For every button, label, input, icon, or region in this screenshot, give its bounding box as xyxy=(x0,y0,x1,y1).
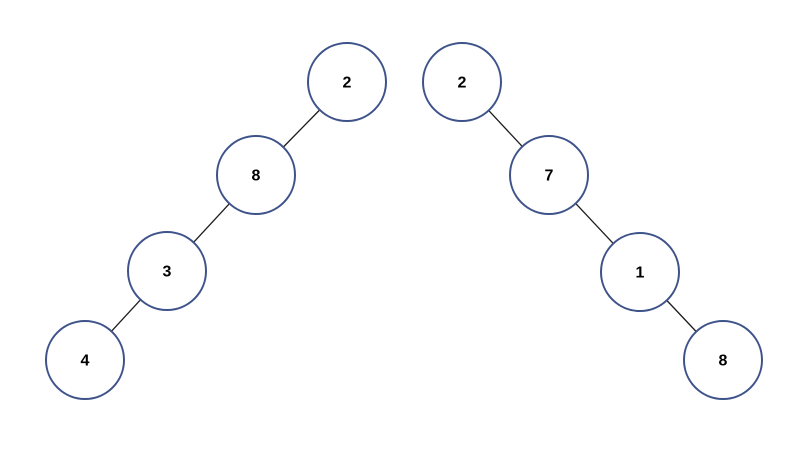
tree-node: 8 xyxy=(683,320,763,400)
tree-node: 4 xyxy=(45,320,125,400)
tree-node-label: 4 xyxy=(81,353,90,370)
tree-edge xyxy=(193,203,230,243)
tree-node: 1 xyxy=(600,232,680,312)
tree-node-circle xyxy=(422,42,502,122)
right-skewed-chain: 2 7 1 8 xyxy=(422,42,763,400)
left-skewed-chain: 2 8 3 4 xyxy=(45,42,387,400)
tree-node: 7 xyxy=(509,135,589,215)
tree-node: 3 xyxy=(127,231,207,311)
tree-node-label: 2 xyxy=(458,75,467,92)
tree-edge xyxy=(488,110,523,147)
tree-node-circle xyxy=(509,135,589,215)
tree-node-circle xyxy=(600,232,680,312)
tree-node-label: 8 xyxy=(252,168,261,185)
tree-node-label: 7 xyxy=(545,168,554,185)
tree-edge xyxy=(575,202,614,245)
tree-edge xyxy=(666,299,697,333)
tree-node-label: 8 xyxy=(719,353,728,370)
tree-edge xyxy=(282,109,321,148)
tree-node-circle xyxy=(45,320,125,400)
tree-node-circle xyxy=(127,231,207,311)
tree-node-circle xyxy=(683,320,763,400)
tree-edge xyxy=(110,299,142,332)
tree-node-label: 1 xyxy=(636,265,645,282)
tree-node-label: 3 xyxy=(163,264,172,281)
tree-node-label: 2 xyxy=(343,75,352,92)
tree-node: 2 xyxy=(422,42,502,122)
tree-node: 8 xyxy=(216,135,296,215)
tree-node-circle xyxy=(307,42,387,122)
tree-node: 2 xyxy=(307,42,387,122)
tree-node-circle xyxy=(216,135,296,215)
